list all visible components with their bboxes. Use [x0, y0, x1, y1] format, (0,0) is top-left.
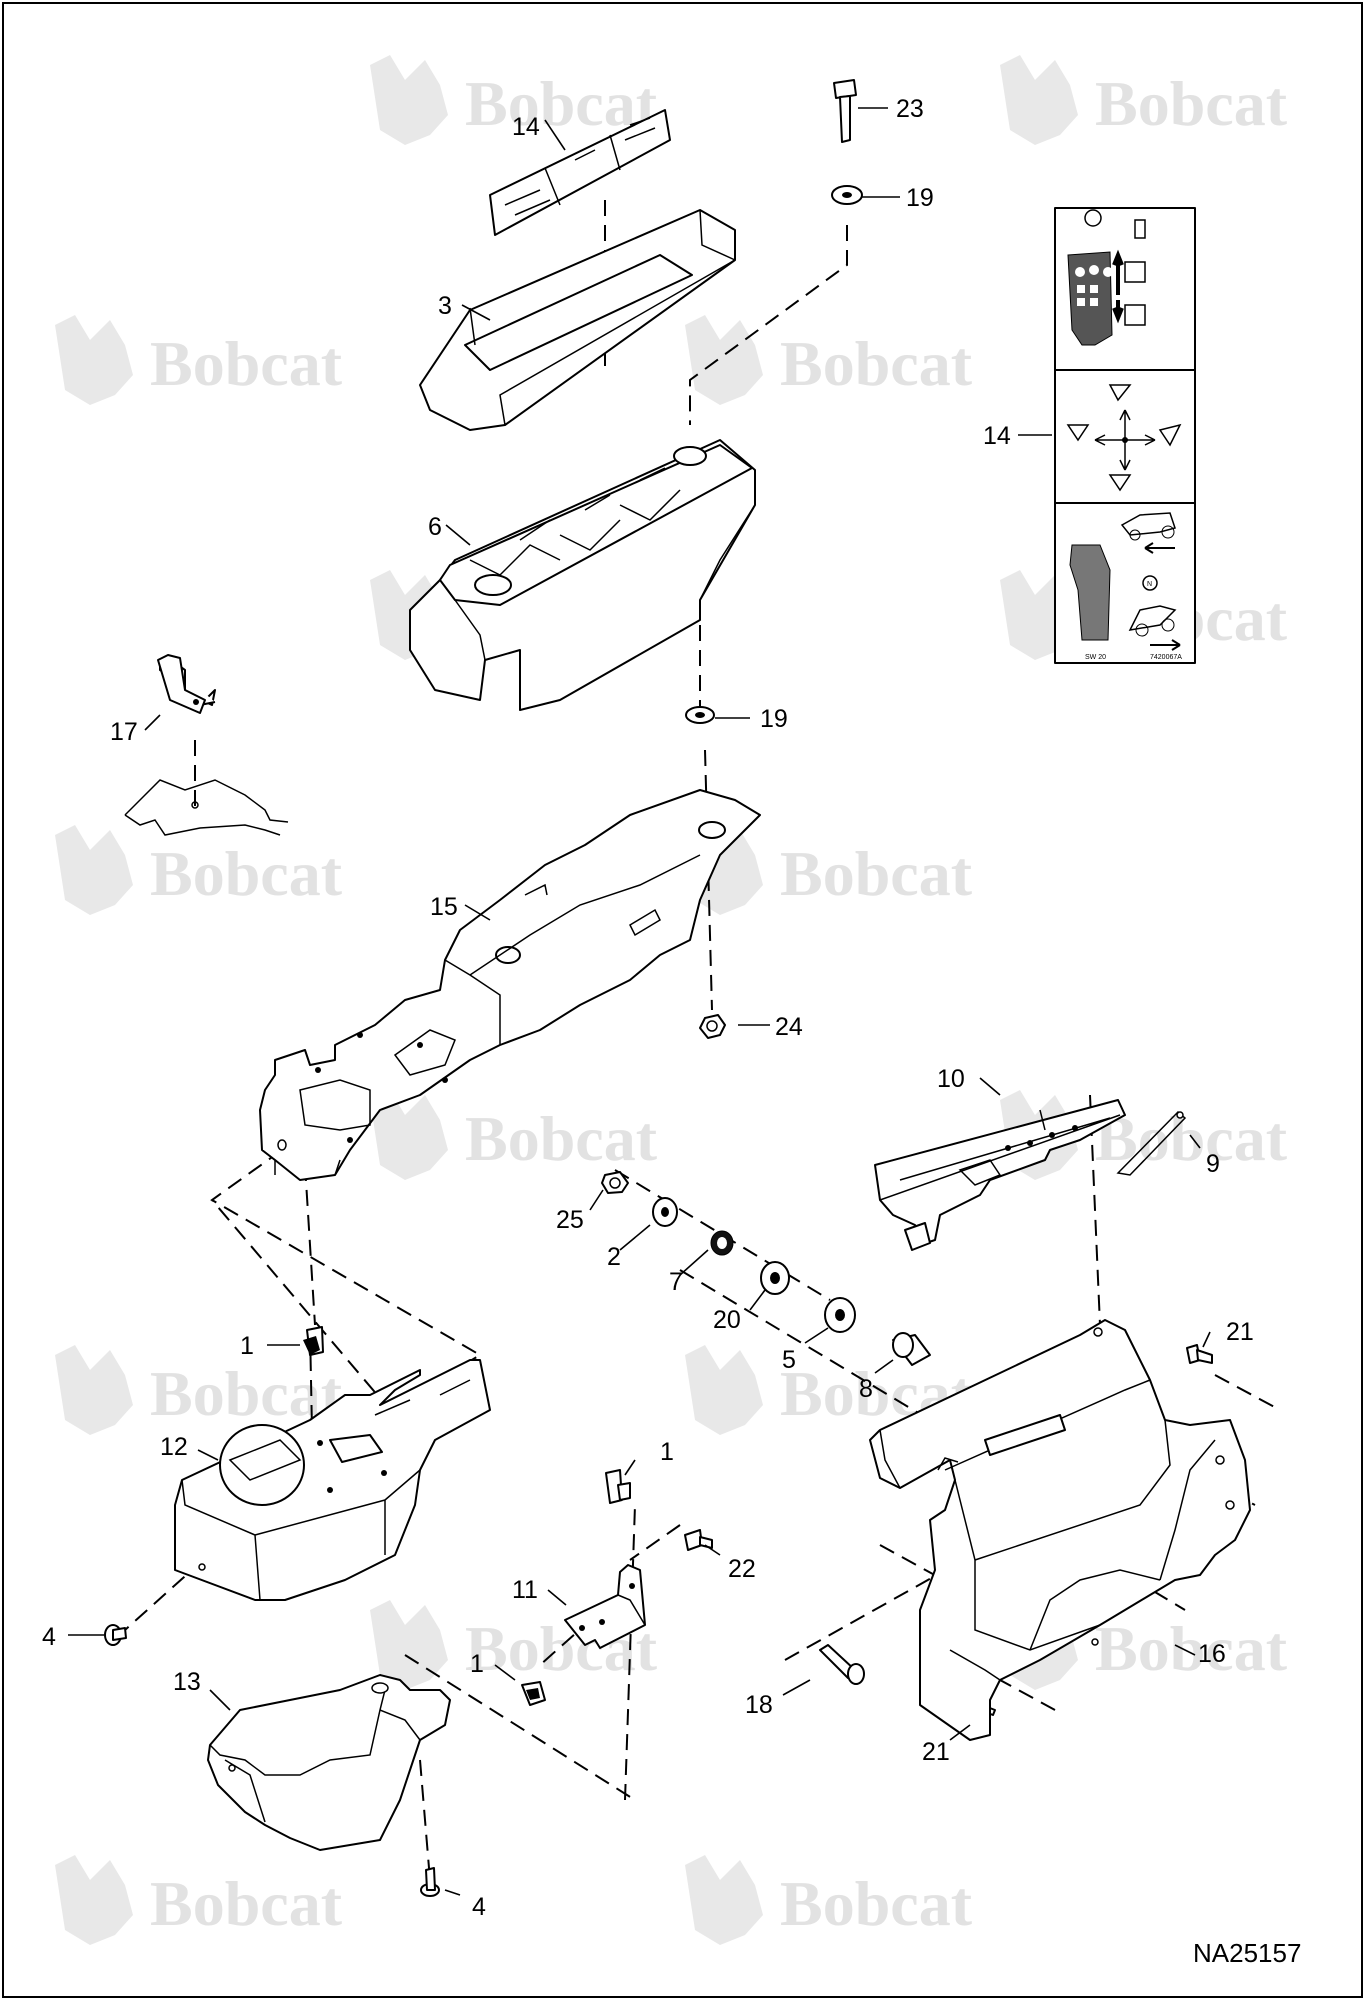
callout-16: 16 — [1198, 1640, 1226, 1668]
watermark-logo: Bobcat — [1000, 55, 1288, 145]
callout-10: 10 — [937, 1065, 965, 1093]
watermark-logo: Bobcat — [55, 825, 343, 915]
callout-8: 8 — [859, 1375, 873, 1403]
callout-1-middle: 1 — [660, 1438, 674, 1466]
decal-code-right: 7420067A — [1150, 654, 1182, 661]
callout-4-bottom: 4 — [472, 1893, 486, 1921]
bracket-part-11 — [564, 1564, 646, 1649]
clip-part-1-upper — [303, 1326, 324, 1356]
callout-2: 2 — [607, 1243, 621, 1271]
clip-part-1-middle — [605, 1469, 631, 1504]
drawing-number: NA25157 — [1193, 1938, 1301, 1968]
slide-rail-part-10 — [874, 1099, 1126, 1251]
watermark-logo: Bobcat — [55, 1855, 343, 1945]
pin-part-9 — [1116, 1110, 1187, 1176]
washer-part-19-lower — [685, 706, 715, 724]
washer-part-20 — [760, 1261, 790, 1295]
nut-part-25 — [601, 1171, 629, 1194]
washer-part-19-upper — [831, 185, 863, 205]
watermark-text: Bobcat — [1095, 1613, 1288, 1684]
screw-part-4-left — [104, 1624, 127, 1646]
callout-12: 12 — [160, 1433, 188, 1461]
callout-11: 11 — [512, 1576, 538, 1604]
watermark-text: Bobcat — [465, 1103, 658, 1174]
callout-21-lower: 21 — [922, 1738, 950, 1766]
callout-19-upper: 19 — [906, 184, 934, 212]
watermark-text: Bobcat — [780, 838, 973, 909]
bolt-part-21-upper — [1186, 1344, 1213, 1364]
watermark-text: Bobcat — [780, 328, 973, 399]
callout-25: 25 — [556, 1206, 584, 1234]
watermark-text: Bobcat — [780, 1868, 973, 1939]
seat-frame-part-16 — [869, 1319, 1251, 1741]
decal-panel-part-14: N SW 20 7420067A — [1054, 207, 1196, 664]
callout-3: 3 — [438, 292, 452, 320]
watermark-logo: Bobcat — [370, 1090, 658, 1180]
spacer-part-8 — [892, 1332, 931, 1366]
decal-part-14 — [489, 109, 671, 236]
watermark-text: Bobcat — [1095, 1103, 1288, 1174]
callout-6: 6 — [428, 513, 442, 541]
nut-part-24 — [699, 1014, 726, 1039]
callout-4-left: 4 — [42, 1623, 56, 1651]
watermark-text: Bobcat — [150, 1868, 343, 1939]
callout-22: 22 — [728, 1555, 756, 1583]
callout-15: 15 — [430, 893, 458, 921]
console-housing-part-6 — [409, 439, 756, 711]
callout-24: 24 — [775, 1013, 803, 1041]
watermark-text: Bobcat — [150, 838, 343, 909]
svg-text:N: N — [1147, 581, 1152, 588]
watermark-logo: Bobcat — [55, 315, 343, 405]
watermark-text: Bobcat — [1095, 68, 1288, 139]
watermark-logo: Bobcat — [55, 1345, 343, 1435]
watermark-logo: Bobcat — [370, 55, 658, 145]
callout-17: 17 — [110, 718, 138, 746]
callout-14-panel: 14 — [983, 422, 1011, 450]
upper-housing-part-12 — [174, 1359, 491, 1601]
callout-1-upper: 1 — [240, 1332, 254, 1360]
mounting-plate-part-15 — [259, 789, 761, 1181]
callout-5: 5 — [782, 1346, 796, 1374]
washer-part-5 — [824, 1297, 856, 1333]
callout-19-lower: 19 — [760, 705, 788, 733]
callout-9: 9 — [1206, 1150, 1220, 1178]
callout-23: 23 — [896, 95, 924, 123]
callouts: 14 23 19 3 14 6 17 19 15 24 10 9 25 2 7 … — [42, 95, 1254, 1921]
lower-tray-part-13 — [207, 1674, 451, 1851]
cover-part-3 — [419, 209, 736, 431]
callout-13: 13 — [173, 1668, 201, 1696]
bushing-part-7 — [710, 1230, 734, 1256]
clip-part-1-lower — [521, 1681, 546, 1706]
watermark-logo: Bobcat — [685, 1855, 973, 1945]
watermark-text: Bobcat — [150, 328, 343, 399]
bracket-part-17 — [124, 654, 289, 836]
washer-part-2 — [652, 1197, 678, 1227]
callout-7: 7 — [669, 1268, 683, 1296]
callout-18: 18 — [745, 1691, 773, 1719]
watermark-logo: Bobcat — [685, 315, 973, 405]
bolt-part-22 — [684, 1529, 713, 1551]
bolt-part-23 — [833, 79, 857, 143]
watermark-text: Bobcat — [465, 68, 658, 139]
callout-1-lower: 1 — [470, 1650, 484, 1678]
leader-lines — [68, 107, 1211, 1896]
callout-14-top: 14 — [512, 113, 540, 141]
callout-21-upper: 21 — [1226, 1318, 1254, 1346]
pin-part-18 — [819, 1644, 865, 1685]
screw-part-4-bottom — [420, 1867, 440, 1897]
callout-20: 20 — [713, 1306, 741, 1334]
decal-code-left: SW 20 — [1085, 654, 1106, 661]
